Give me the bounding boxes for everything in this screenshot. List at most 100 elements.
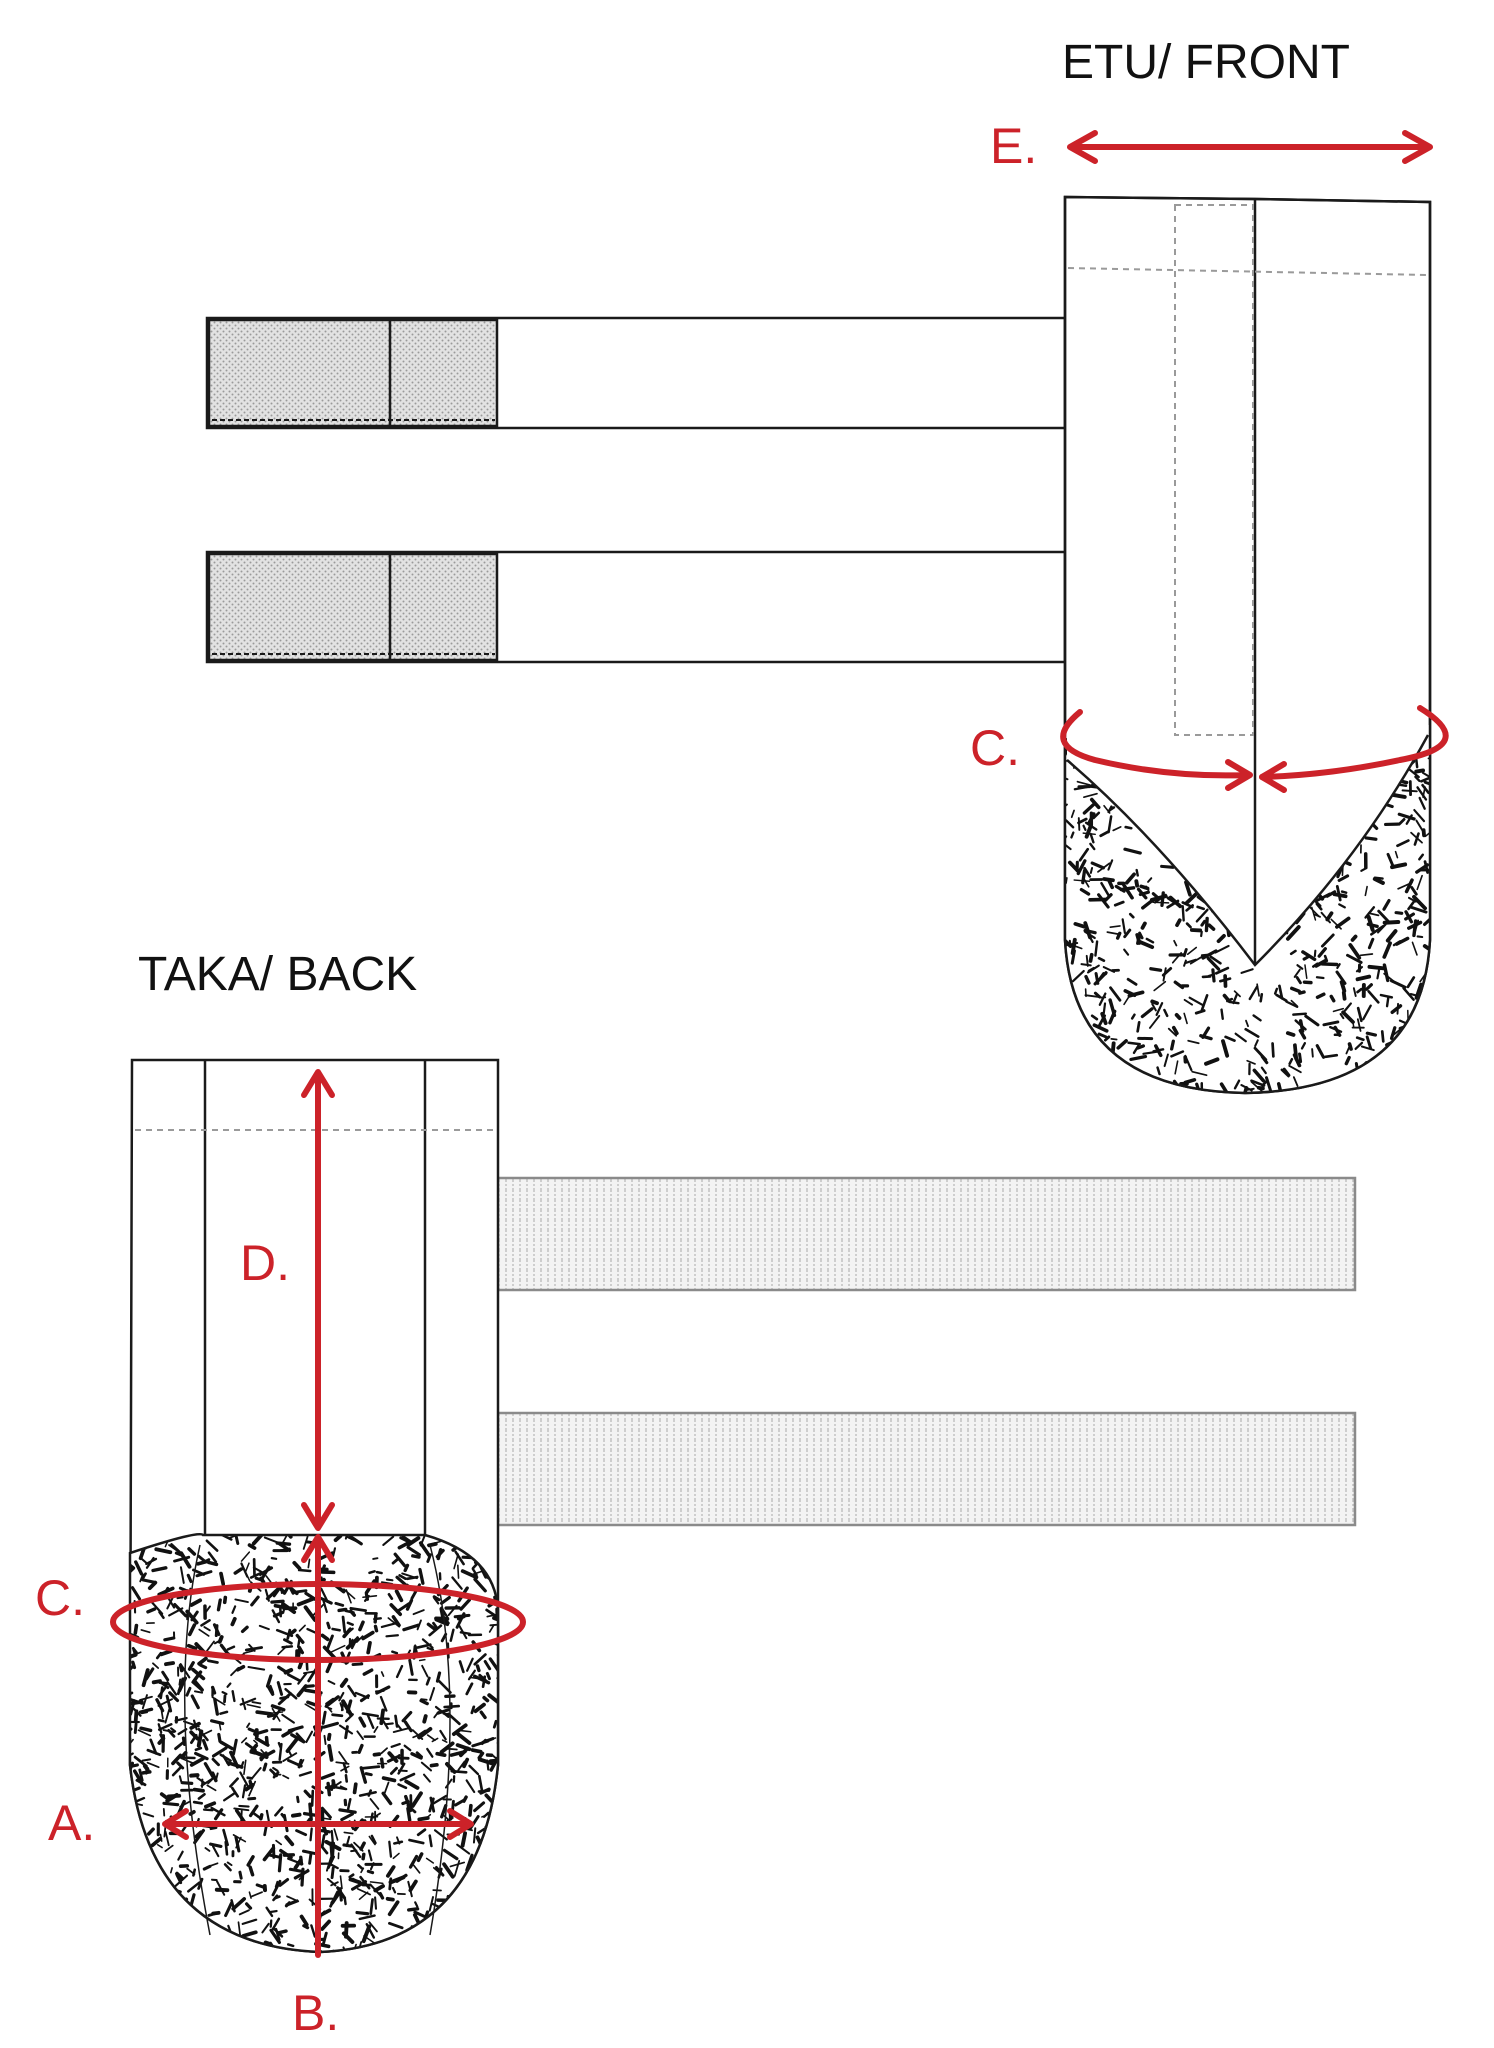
sole-speckle — [446, 1817, 454, 1822]
sole-speckle — [1110, 1037, 1118, 1041]
sole-speckle — [241, 1930, 258, 1938]
sole-speckle — [356, 1635, 364, 1643]
sole-speckle — [120, 1646, 126, 1650]
sole-speckle — [255, 1710, 273, 1716]
sole-speckle — [151, 1601, 164, 1615]
sole-speckle — [397, 1541, 410, 1550]
sole-speckle — [413, 1910, 429, 1920]
sole-speckle — [261, 1922, 270, 1934]
sole-speckle — [407, 1907, 420, 1912]
sole-speckle — [458, 1660, 465, 1674]
sole-speckle — [481, 1922, 490, 1930]
sole-speckle — [1254, 1095, 1261, 1102]
sole-speckle — [1216, 933, 1226, 944]
sole-speckle — [1352, 987, 1357, 997]
sole-speckle — [374, 1896, 378, 1910]
sole-speckle — [442, 1862, 455, 1879]
sole-speckle — [379, 1695, 388, 1712]
sole-speckle — [1110, 1041, 1116, 1054]
sole-speckle — [1065, 1077, 1067, 1081]
sole-speckle — [224, 1901, 234, 1918]
sole-speckle — [1081, 1063, 1088, 1078]
sole-speckle — [1116, 1071, 1122, 1085]
sole-speckle — [1311, 1048, 1314, 1058]
sole-speckle — [300, 1759, 305, 1765]
sole-speckle — [179, 1750, 188, 1760]
sole-speckle — [270, 1704, 286, 1712]
sole-speckle — [359, 1766, 368, 1784]
sole-speckle — [269, 1684, 275, 1694]
sole-speckle — [146, 1761, 160, 1769]
sole-speckle — [1396, 839, 1410, 848]
sole-speckle — [299, 1914, 309, 1927]
sole-speckle — [402, 1623, 420, 1632]
sole-speckle — [390, 1742, 401, 1748]
sole-speckle — [180, 1781, 194, 1785]
sole-speckle — [464, 1891, 471, 1909]
sole-speckle — [397, 1762, 406, 1775]
sole-speckle — [229, 1777, 239, 1788]
sole-speckle — [141, 1925, 152, 1940]
sole-speckle — [1181, 901, 1194, 909]
sole-speckle — [1183, 1077, 1197, 1085]
sole-speckle — [234, 1808, 247, 1825]
sole-speckle — [1382, 898, 1391, 911]
sole-speckle — [426, 1747, 434, 1758]
sole-speckle — [394, 1949, 400, 1952]
sole-speckle — [243, 1649, 255, 1655]
sole-speckle — [262, 1846, 276, 1862]
sole-speckle — [462, 1795, 468, 1803]
sole-speckle — [1084, 821, 1098, 831]
sole-speckle — [131, 1646, 138, 1654]
sole-speckle — [198, 1628, 210, 1637]
sole-speckle — [1066, 1061, 1073, 1068]
sole-speckle — [401, 1710, 413, 1723]
sole-speckle — [1102, 1055, 1112, 1071]
sole-speckle — [1282, 1067, 1291, 1077]
sole-speckle — [162, 1729, 176, 1734]
sole-speckle — [1338, 903, 1346, 909]
sole-speckle — [262, 1762, 268, 1772]
sole-speckle — [1260, 1066, 1267, 1075]
sole-speckle — [320, 1919, 332, 1931]
sole-speckle — [1292, 1053, 1302, 1068]
sole-speckle — [274, 1880, 279, 1888]
sole-speckle — [451, 1723, 468, 1736]
sole-speckle — [141, 1694, 148, 1710]
sole-speckle — [302, 1535, 309, 1550]
sole-speckle — [1116, 1081, 1124, 1092]
sole-speckle — [428, 1797, 435, 1813]
sole-speckle — [457, 1760, 466, 1771]
sole-speckle — [160, 1710, 164, 1720]
sole-speckle — [361, 1765, 381, 1770]
sole-speckle — [434, 1618, 450, 1627]
sole-speckle — [1065, 1063, 1067, 1073]
sole-speckle — [1292, 1076, 1299, 1087]
sole-speckle — [1272, 1098, 1273, 1104]
sole-speckle — [346, 1627, 354, 1635]
sole-speckle — [497, 1823, 498, 1828]
sole-speckle — [406, 1943, 416, 1951]
sole-speckle — [499, 1743, 503, 1751]
sole-speckle — [1397, 1041, 1411, 1049]
sole-speckle — [238, 1804, 250, 1808]
sole-speckle — [1107, 805, 1113, 814]
sole-speckle — [1329, 994, 1336, 1003]
sole-speckle — [468, 1764, 480, 1776]
sole-speckle — [1390, 862, 1408, 870]
sole-speckle — [1285, 1031, 1296, 1037]
sole-speckle — [284, 1835, 295, 1847]
sole-speckle — [351, 1662, 364, 1666]
measure-label-c-back: C. — [35, 1570, 85, 1626]
sole-speckle — [307, 1558, 311, 1569]
sole-speckle — [421, 1638, 434, 1649]
sole-speckle — [1140, 1007, 1154, 1019]
sole-speckle — [1271, 1042, 1275, 1058]
sole-speckle — [471, 1567, 478, 1577]
sole-speckle — [442, 1927, 448, 1938]
sole-speckle — [1409, 992, 1417, 997]
sole-speckle — [502, 1703, 507, 1713]
sole-speckle — [306, 1627, 318, 1635]
sole-speckle — [1211, 968, 1216, 983]
